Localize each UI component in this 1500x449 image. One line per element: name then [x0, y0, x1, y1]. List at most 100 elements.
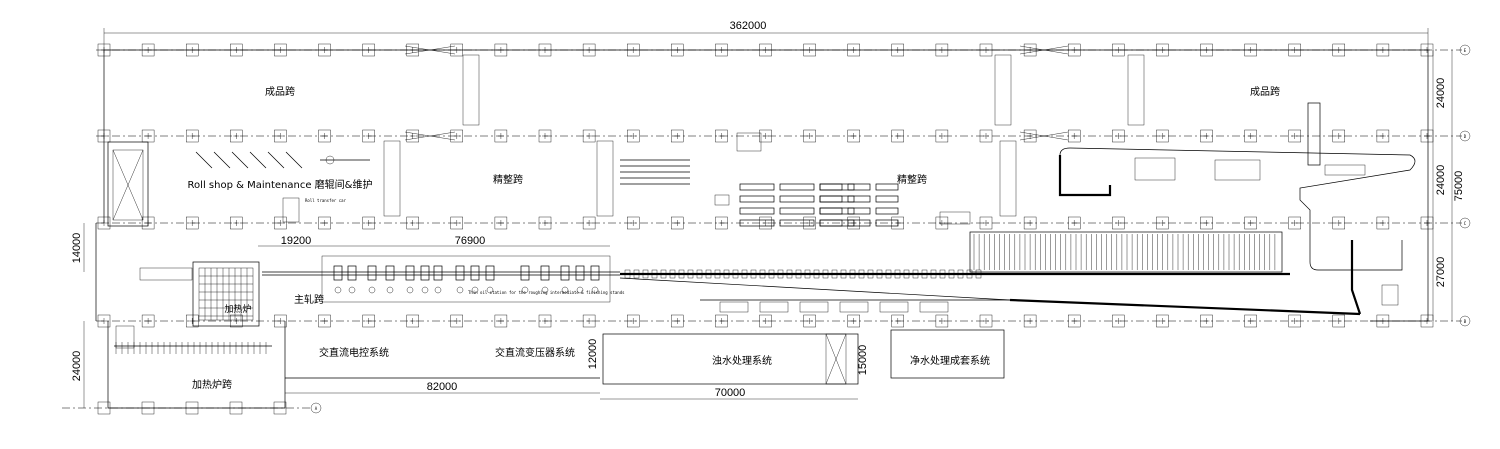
column-marker	[671, 43, 684, 57]
dim-75000: 75000	[1453, 171, 1465, 202]
column-marker	[715, 216, 728, 230]
column-marker	[97, 216, 111, 230]
bracing	[404, 45, 1069, 141]
area-finished-left: 成品跨	[265, 86, 295, 98]
column-marker	[494, 129, 508, 143]
column-marker	[185, 314, 199, 328]
column-marker	[1332, 216, 1346, 230]
column-marker	[1376, 129, 1390, 143]
wire-rod-block	[759, 301, 789, 313]
right-dimensions: 24000 24000 27000 75000	[1432, 50, 1465, 321]
column-marker	[318, 129, 331, 143]
column-marker	[406, 129, 419, 143]
column-marker	[1376, 216, 1390, 230]
roller-table-roll	[957, 269, 964, 279]
left-dimensions: 14000 24000	[71, 223, 85, 408]
column-marker	[494, 216, 508, 230]
mill-stand	[520, 265, 530, 281]
roll-rack	[285, 151, 303, 169]
column-marker	[979, 43, 993, 57]
roller-table-roll	[903, 269, 910, 279]
mill-stand	[455, 265, 465, 281]
stand-motor	[591, 286, 599, 294]
mill-stand	[433, 265, 443, 281]
column-marker	[803, 314, 816, 328]
area-turbid-water: 浊水处理系统	[712, 354, 772, 367]
column-marker	[97, 401, 111, 415]
column-marker	[1112, 314, 1125, 328]
stand-motor	[348, 286, 356, 294]
column-marker	[406, 314, 419, 328]
column-marker	[185, 43, 199, 57]
finishing-bed	[819, 195, 855, 203]
column-marker	[230, 43, 243, 57]
mill-stand	[347, 265, 357, 281]
finishing-bed	[819, 207, 843, 215]
column-marker	[627, 129, 640, 143]
finishing-machines	[620, 132, 971, 313]
column-marker	[450, 216, 463, 230]
column-marker	[759, 216, 772, 230]
roller-table-roll	[876, 269, 883, 279]
roller-table-roll	[822, 269, 829, 279]
roller-table-roll	[651, 269, 658, 279]
shear	[714, 194, 730, 206]
column-marker	[671, 216, 684, 230]
column-markers	[97, 43, 1434, 415]
wire-rod-block	[839, 301, 869, 313]
column-marker	[1244, 129, 1257, 143]
roller-table-roll	[948, 269, 955, 279]
dim-82000: 82000	[427, 381, 458, 393]
roll-rack	[267, 151, 285, 169]
column-marker	[1023, 216, 1037, 230]
main-rolling-line	[262, 255, 1361, 316]
roller-table-roll	[714, 269, 721, 279]
stand-motor	[334, 286, 342, 294]
dim-27000-c-b: 27000	[1435, 257, 1447, 288]
column-marker	[1288, 216, 1301, 230]
column-marker	[1244, 314, 1257, 328]
finishing-bed	[847, 195, 871, 203]
roll-rack	[231, 151, 249, 169]
column-marker	[274, 216, 287, 230]
mill-stand	[560, 265, 570, 281]
column-marker	[1376, 314, 1390, 328]
dim-19200: 19200	[281, 235, 312, 247]
column-marker	[891, 129, 904, 143]
column-marker	[1023, 43, 1037, 57]
axis-c: C	[1464, 221, 1467, 226]
roller-table-roll	[768, 269, 775, 279]
column-marker	[847, 314, 860, 328]
pinch-roll	[939, 211, 971, 225]
finishing-bed	[875, 219, 899, 227]
finishing-bed	[875, 195, 899, 203]
area-finished-right: 成品跨	[1250, 86, 1280, 98]
wire-rod-block	[879, 301, 909, 313]
area-transformer: 交直流变压器系统	[495, 346, 575, 359]
column-marker	[1156, 43, 1169, 57]
area-furnace: 加热炉	[224, 303, 251, 315]
roll-rack	[213, 151, 231, 169]
roller-table-roll	[795, 269, 802, 279]
column-marker	[273, 401, 287, 415]
column-marker	[582, 129, 596, 143]
roller-table-roll	[696, 269, 703, 279]
column-marker	[1332, 43, 1346, 57]
dim-15000: 15000	[857, 345, 869, 376]
mill-stand	[405, 265, 415, 281]
column-marker	[1244, 216, 1257, 230]
column-marker	[141, 43, 155, 57]
column-marker	[803, 129, 816, 143]
column-marker	[979, 216, 993, 230]
column-marker	[1332, 314, 1346, 328]
column-marker	[1332, 129, 1346, 143]
column-marker	[274, 314, 287, 328]
finishing-bed	[819, 219, 855, 227]
roll-shop-frame	[107, 141, 149, 227]
finishing-bed	[847, 183, 871, 191]
column-marker	[185, 129, 199, 143]
column-marker	[759, 129, 772, 143]
axis-a: A	[315, 406, 318, 411]
column-marker	[891, 43, 904, 57]
column-marker	[1156, 216, 1169, 230]
